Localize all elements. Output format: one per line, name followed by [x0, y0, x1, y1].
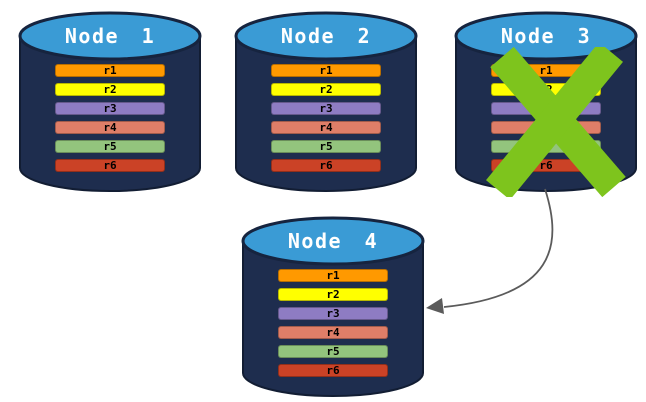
record-r2: r2	[55, 83, 165, 96]
node-title: Node 1	[65, 24, 155, 48]
record-r4: r4	[278, 326, 388, 339]
record-r4: r4	[271, 121, 381, 134]
record-r6: r6	[55, 159, 165, 172]
cylinder-top	[18, 11, 202, 61]
record-r3: r3	[278, 307, 388, 320]
arrowhead-icon	[426, 298, 444, 314]
cylinder-top	[241, 216, 425, 266]
record-r4: r4	[55, 121, 165, 134]
record-r2: r2	[271, 83, 381, 96]
record-r3: r3	[55, 102, 165, 115]
node-1: Node 1 r1 r2 r3 r4 r5 r6	[17, 8, 203, 195]
record-r5: r5	[271, 140, 381, 153]
record-list: r1 r2 r3 r4 r5 r6	[491, 64, 601, 178]
record-r2: r2	[491, 83, 601, 96]
record-r5: r5	[55, 140, 165, 153]
record-r1: r1	[271, 64, 381, 77]
node-title: Node 4	[288, 229, 378, 253]
record-list: r1 r2 r3 r4 r5 r6	[55, 64, 165, 178]
record-list: r1 r2 r3 r4 r5 r6	[278, 269, 388, 383]
node-3: Node 3 r1 r2 r3 r4 r5 r6	[453, 8, 639, 195]
record-r6: r6	[491, 159, 601, 172]
node-4: Node 4 r1 r2 r3 r4 r5 r6	[240, 213, 426, 400]
record-r3: r3	[491, 102, 601, 115]
cylinder-top	[234, 11, 418, 61]
node-title: Node 2	[281, 24, 371, 48]
record-r4: r4	[491, 121, 601, 134]
record-r3: r3	[271, 102, 381, 115]
record-r5: r5	[491, 140, 601, 153]
node-2: Node 2 r1 r2 r3 r4 r5 r6	[233, 8, 419, 195]
record-r5: r5	[278, 345, 388, 358]
record-r1: r1	[491, 64, 601, 77]
record-r6: r6	[278, 364, 388, 377]
record-list: r1 r2 r3 r4 r5 r6	[271, 64, 381, 178]
record-r1: r1	[278, 269, 388, 282]
record-r6: r6	[271, 159, 381, 172]
node-title: Node 3	[501, 24, 591, 48]
record-r1: r1	[55, 64, 165, 77]
record-r2: r2	[278, 288, 388, 301]
